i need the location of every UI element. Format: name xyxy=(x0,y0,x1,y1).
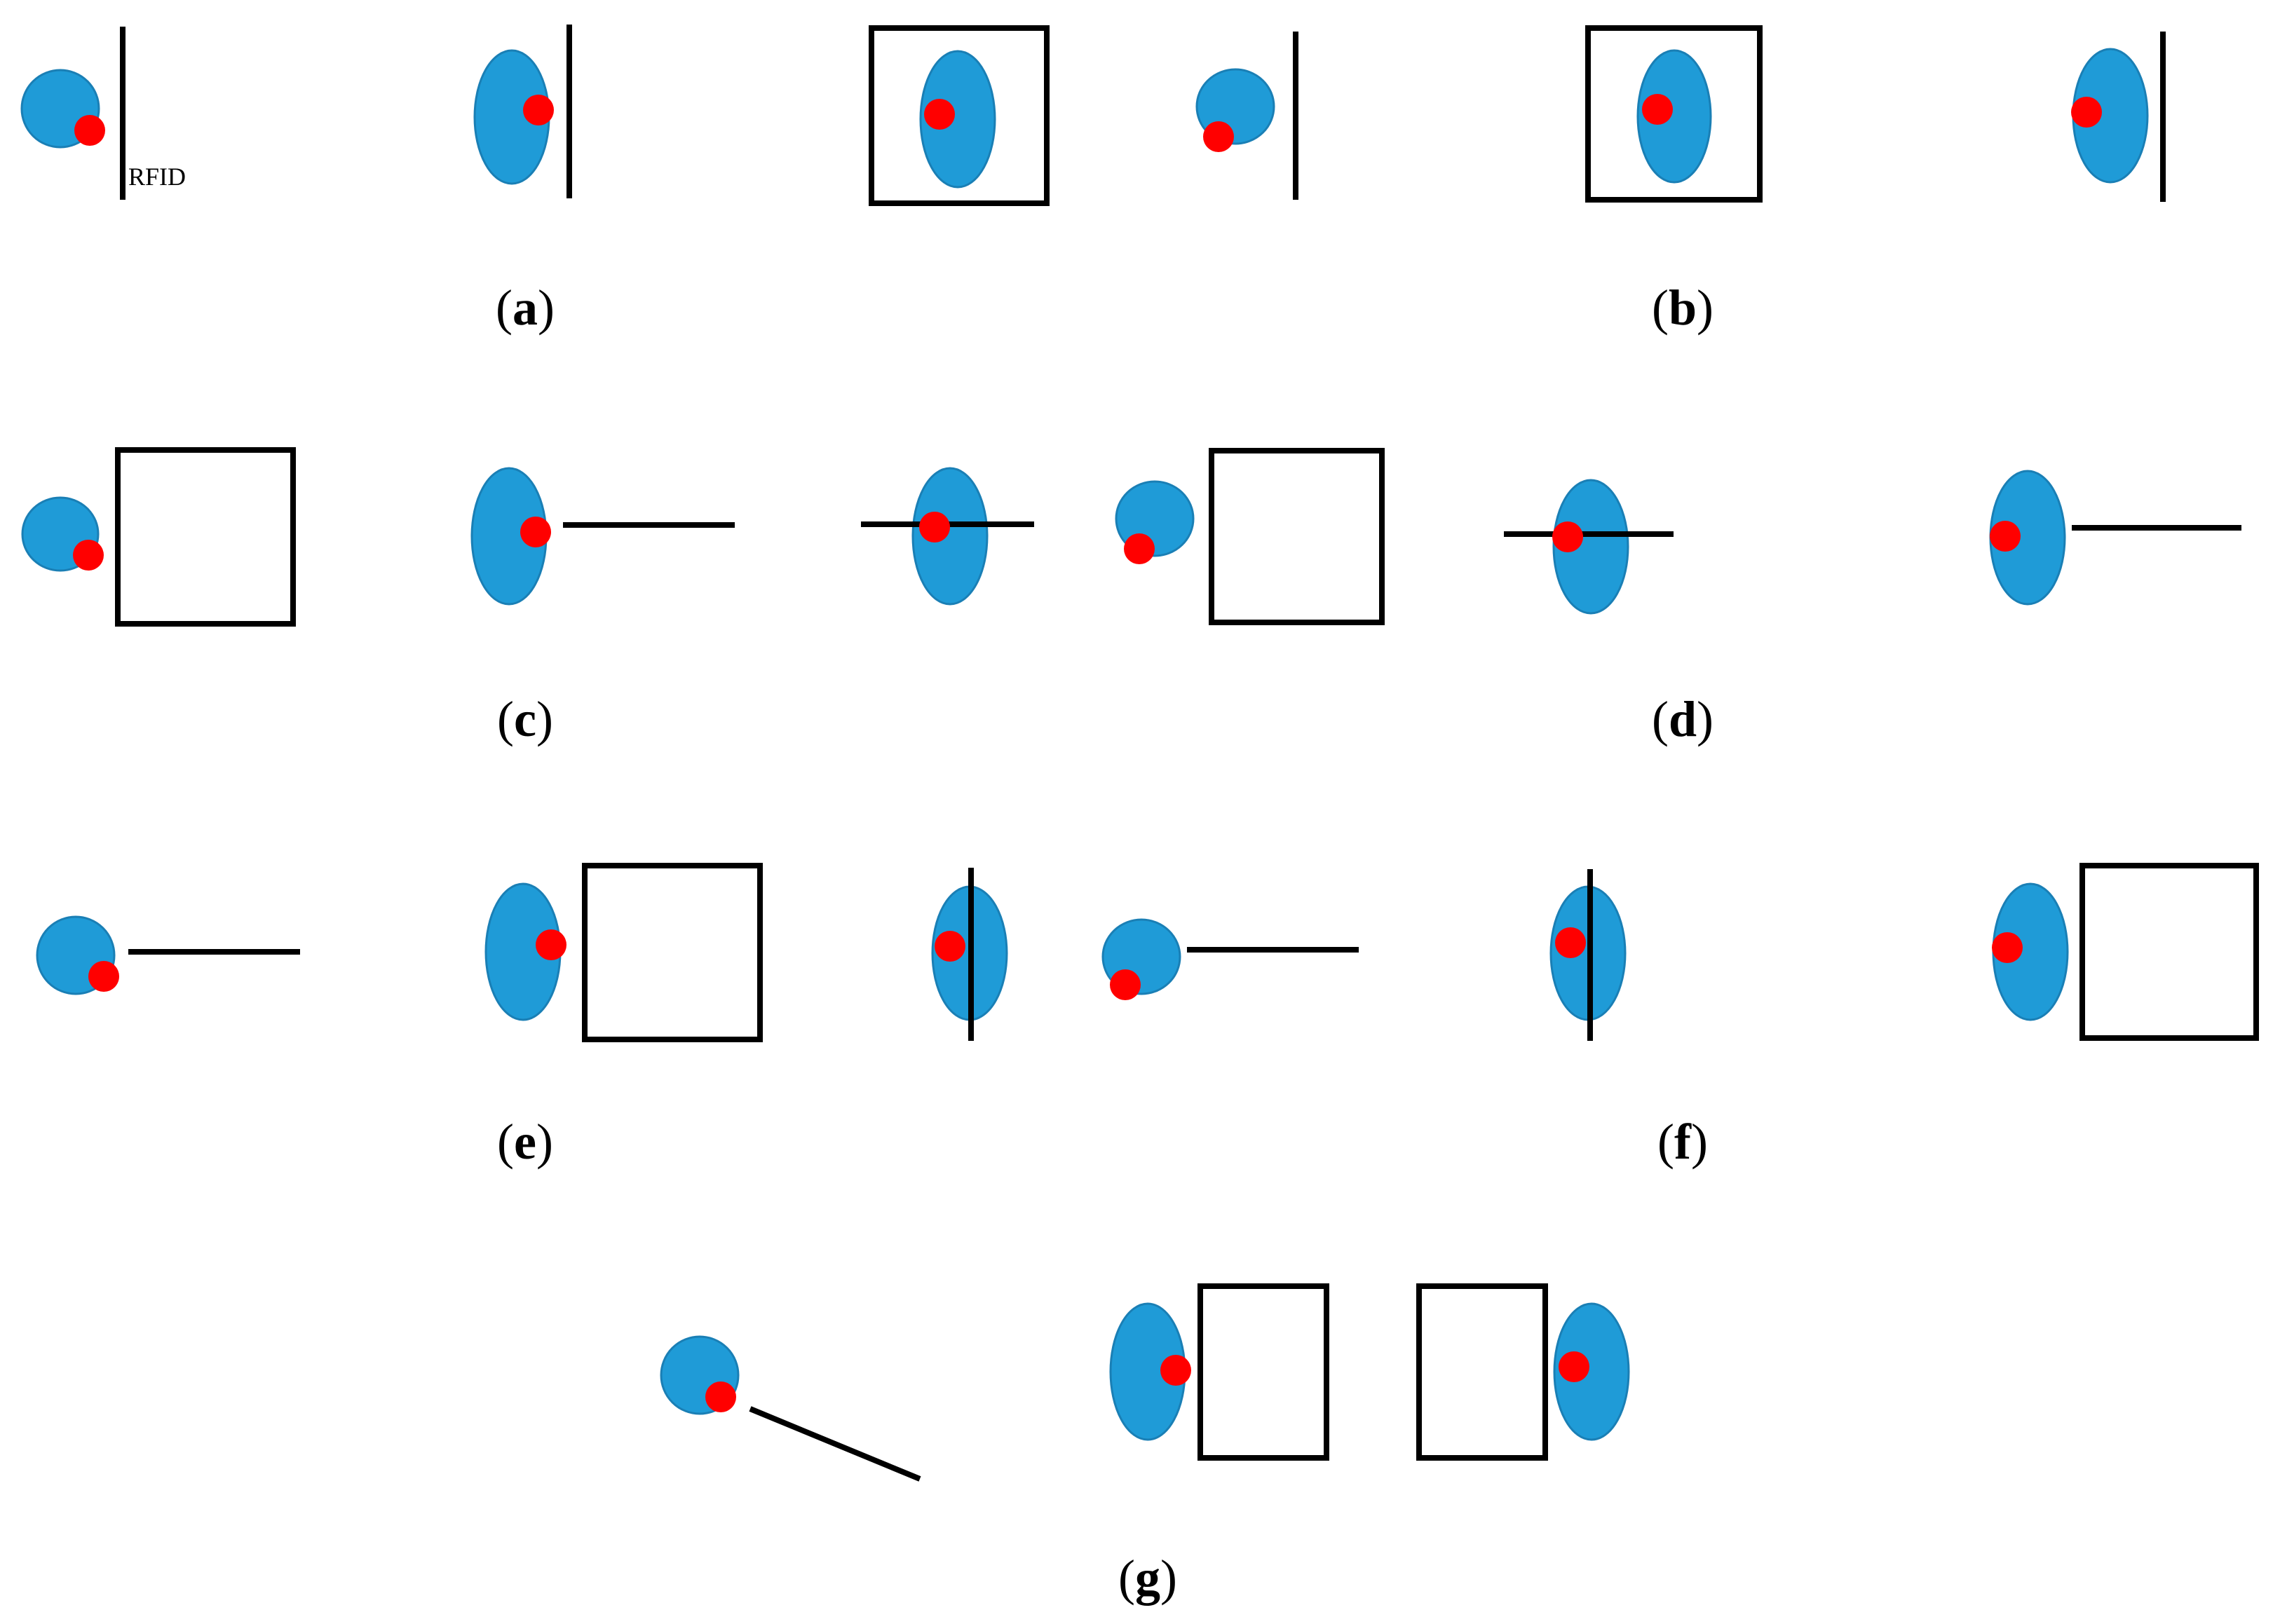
rfid-tag xyxy=(1990,521,2021,552)
scenario-e3 xyxy=(931,868,1008,1041)
body-sideview xyxy=(1553,1302,1630,1441)
rfid-reader-enclosure xyxy=(1585,25,1763,203)
panel-label-a: (a) xyxy=(496,280,555,336)
rfid-tag xyxy=(919,512,950,543)
rfid-tag xyxy=(1124,533,1155,564)
scenario-d3 xyxy=(1989,470,2241,606)
panel-label-d: (d) xyxy=(1652,691,1714,747)
body-sideview xyxy=(911,467,989,606)
rfid-reader-enclosure xyxy=(869,25,1050,206)
rfid-tag xyxy=(1110,969,1141,1000)
scenario-b1 xyxy=(1195,32,1298,200)
rfid-tag xyxy=(523,95,554,125)
scenario-d1 xyxy=(1115,448,1385,625)
rfid-tag xyxy=(1552,521,1583,552)
scenario-b2 xyxy=(1585,25,1763,203)
panel-label-e: (e) xyxy=(497,1114,553,1170)
rfid-tag xyxy=(1160,1355,1191,1386)
panel-label-g: (g) xyxy=(1118,1550,1177,1606)
panel-label-c: (c) xyxy=(497,691,553,747)
rfid-tag xyxy=(935,931,965,962)
rfid-tag xyxy=(1203,121,1234,152)
panel-label-b: (b) xyxy=(1652,280,1714,336)
rfid-reader-antenna xyxy=(749,1406,921,1482)
panel-c: (c) xyxy=(21,447,1034,747)
scenario-f1 xyxy=(1101,918,1359,1000)
rfid-tag xyxy=(1559,1351,1589,1382)
body-sideview xyxy=(919,50,996,189)
scenario-f2 xyxy=(1549,869,1627,1041)
panel-e: (e) xyxy=(36,863,1008,1170)
scenario-e1 xyxy=(36,915,300,995)
rfid-reader-enclosure xyxy=(582,863,763,1042)
rfid-tag xyxy=(73,540,104,571)
scenario-b3 xyxy=(2071,32,2166,202)
scenario-d2 xyxy=(1504,479,1674,615)
rfid-annotation: RFID xyxy=(128,163,186,191)
scenario-a1: RFID xyxy=(20,27,186,200)
rfid-tag xyxy=(74,115,105,146)
rfid-reader-enclosure xyxy=(1416,1283,1548,1461)
scenario-g2 xyxy=(1109,1283,1329,1461)
panel-f: (f) xyxy=(1101,863,2259,1170)
scenario-c3 xyxy=(861,467,1034,606)
rfid-tag xyxy=(924,99,955,130)
rfid-reader-enclosure xyxy=(2079,863,2259,1041)
rfid-reader-enclosure xyxy=(1209,448,1385,625)
rfid-tag xyxy=(705,1381,736,1412)
scenario-g1 xyxy=(660,1335,921,1482)
scenario-g3 xyxy=(1416,1283,1630,1461)
body-sideview xyxy=(1636,49,1712,184)
rfid-tag xyxy=(1642,94,1673,125)
rfid-tag xyxy=(1992,932,2023,963)
scenario-c1 xyxy=(21,447,296,627)
rfid-reader-enclosure xyxy=(115,447,296,627)
rfid-reader-enclosure xyxy=(1197,1283,1329,1461)
body-sideview xyxy=(1552,479,1629,615)
scenario-a3 xyxy=(869,25,1050,206)
scenario-e2 xyxy=(484,863,763,1042)
rfid-tag xyxy=(88,961,119,992)
scenario-f3 xyxy=(1992,863,2259,1041)
rfid-tag xyxy=(520,517,551,547)
scenario-a2 xyxy=(473,25,572,198)
rfid-tag xyxy=(1555,927,1586,958)
rfid-tag xyxy=(2071,97,2102,128)
panel-d: (d) xyxy=(1115,448,2241,747)
panel-g: (g) xyxy=(660,1283,1630,1606)
panel-b: (b) xyxy=(1195,25,2166,336)
scenario-c2 xyxy=(470,467,735,606)
panel-a: RFID (a) xyxy=(20,25,1050,336)
panel-label-f: (f) xyxy=(1657,1114,1708,1170)
rfid-tag xyxy=(536,929,566,960)
